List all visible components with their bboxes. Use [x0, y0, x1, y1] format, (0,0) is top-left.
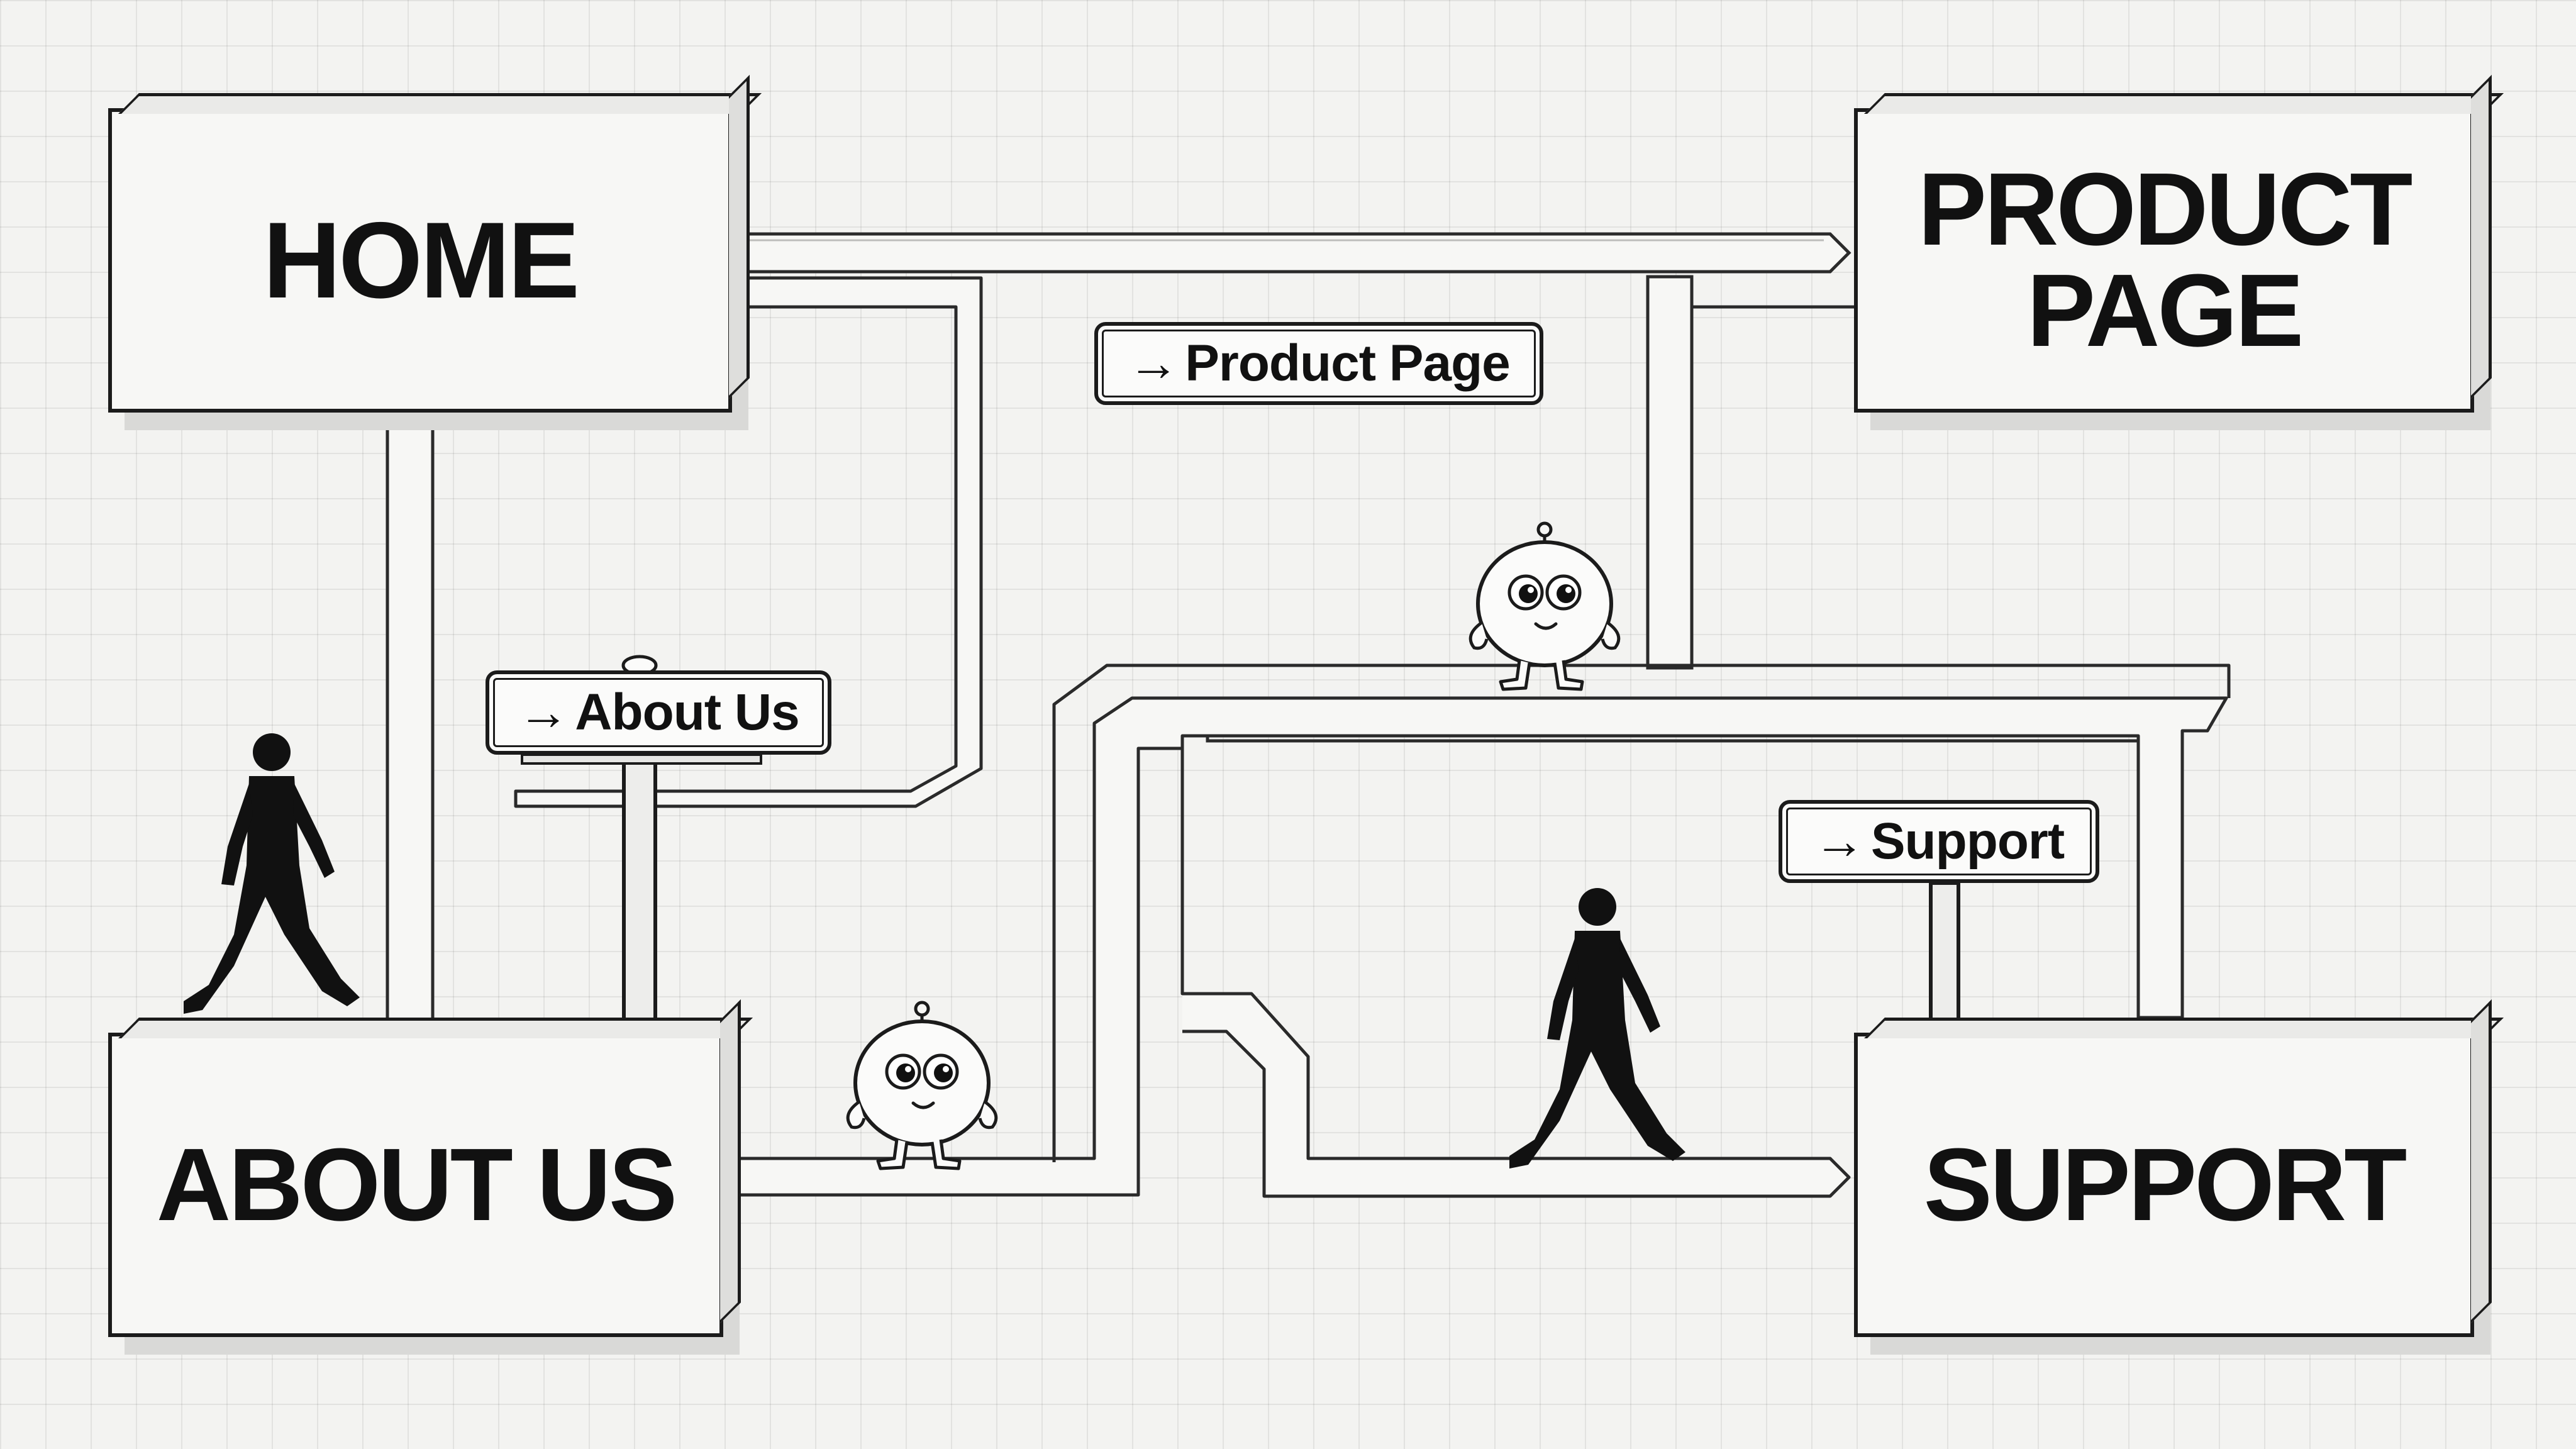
path-home-to-about-vertical: [386, 408, 435, 1022]
page-node-about-us: ABOUT US: [108, 1033, 723, 1337]
robot-mascot-icon: [848, 1002, 996, 1169]
path-to-support: [1180, 748, 1851, 1198]
sign-support-label: Support: [1870, 813, 2065, 870]
sign-about-us-label: About Us: [575, 684, 799, 741]
page-node-home-label: HOME: [263, 199, 580, 321]
page-node-product-page: PRODUCT PAGE: [1854, 108, 2474, 413]
page-node-product-page-label: PRODUCT PAGE: [1918, 152, 2413, 368]
arrow-right-icon: →: [1813, 813, 1865, 870]
page-node-product-line2: PAGE: [2026, 253, 2304, 368]
path-product-vertical: [1646, 275, 1855, 670]
page-node-support: SUPPORT: [1854, 1033, 2474, 1337]
person-walking-icon: [184, 733, 360, 1014]
sign-about-us: → About Us: [486, 670, 831, 755]
page-node-support-label: SUPPORT: [1923, 1126, 2407, 1242]
sign-product-page: → Product Page: [1094, 322, 1543, 405]
signpost-support-pole: [1929, 881, 1960, 1023]
path-home-to-about-loop: [514, 276, 983, 808]
page-node-home: HOME: [108, 108, 732, 413]
sign-product-page-label: Product Page: [1185, 335, 1511, 392]
page-node-about-us-label: ABOUT US: [156, 1126, 677, 1242]
page-node-product-line1: PRODUCT: [1918, 152, 2413, 267]
path-home-to-product: [728, 232, 1852, 274]
person-walking-icon: [1509, 888, 1685, 1169]
sign-support: → Support: [1779, 800, 2099, 883]
arrow-right-icon: →: [518, 684, 569, 741]
arrow-right-icon: →: [1128, 335, 1179, 392]
